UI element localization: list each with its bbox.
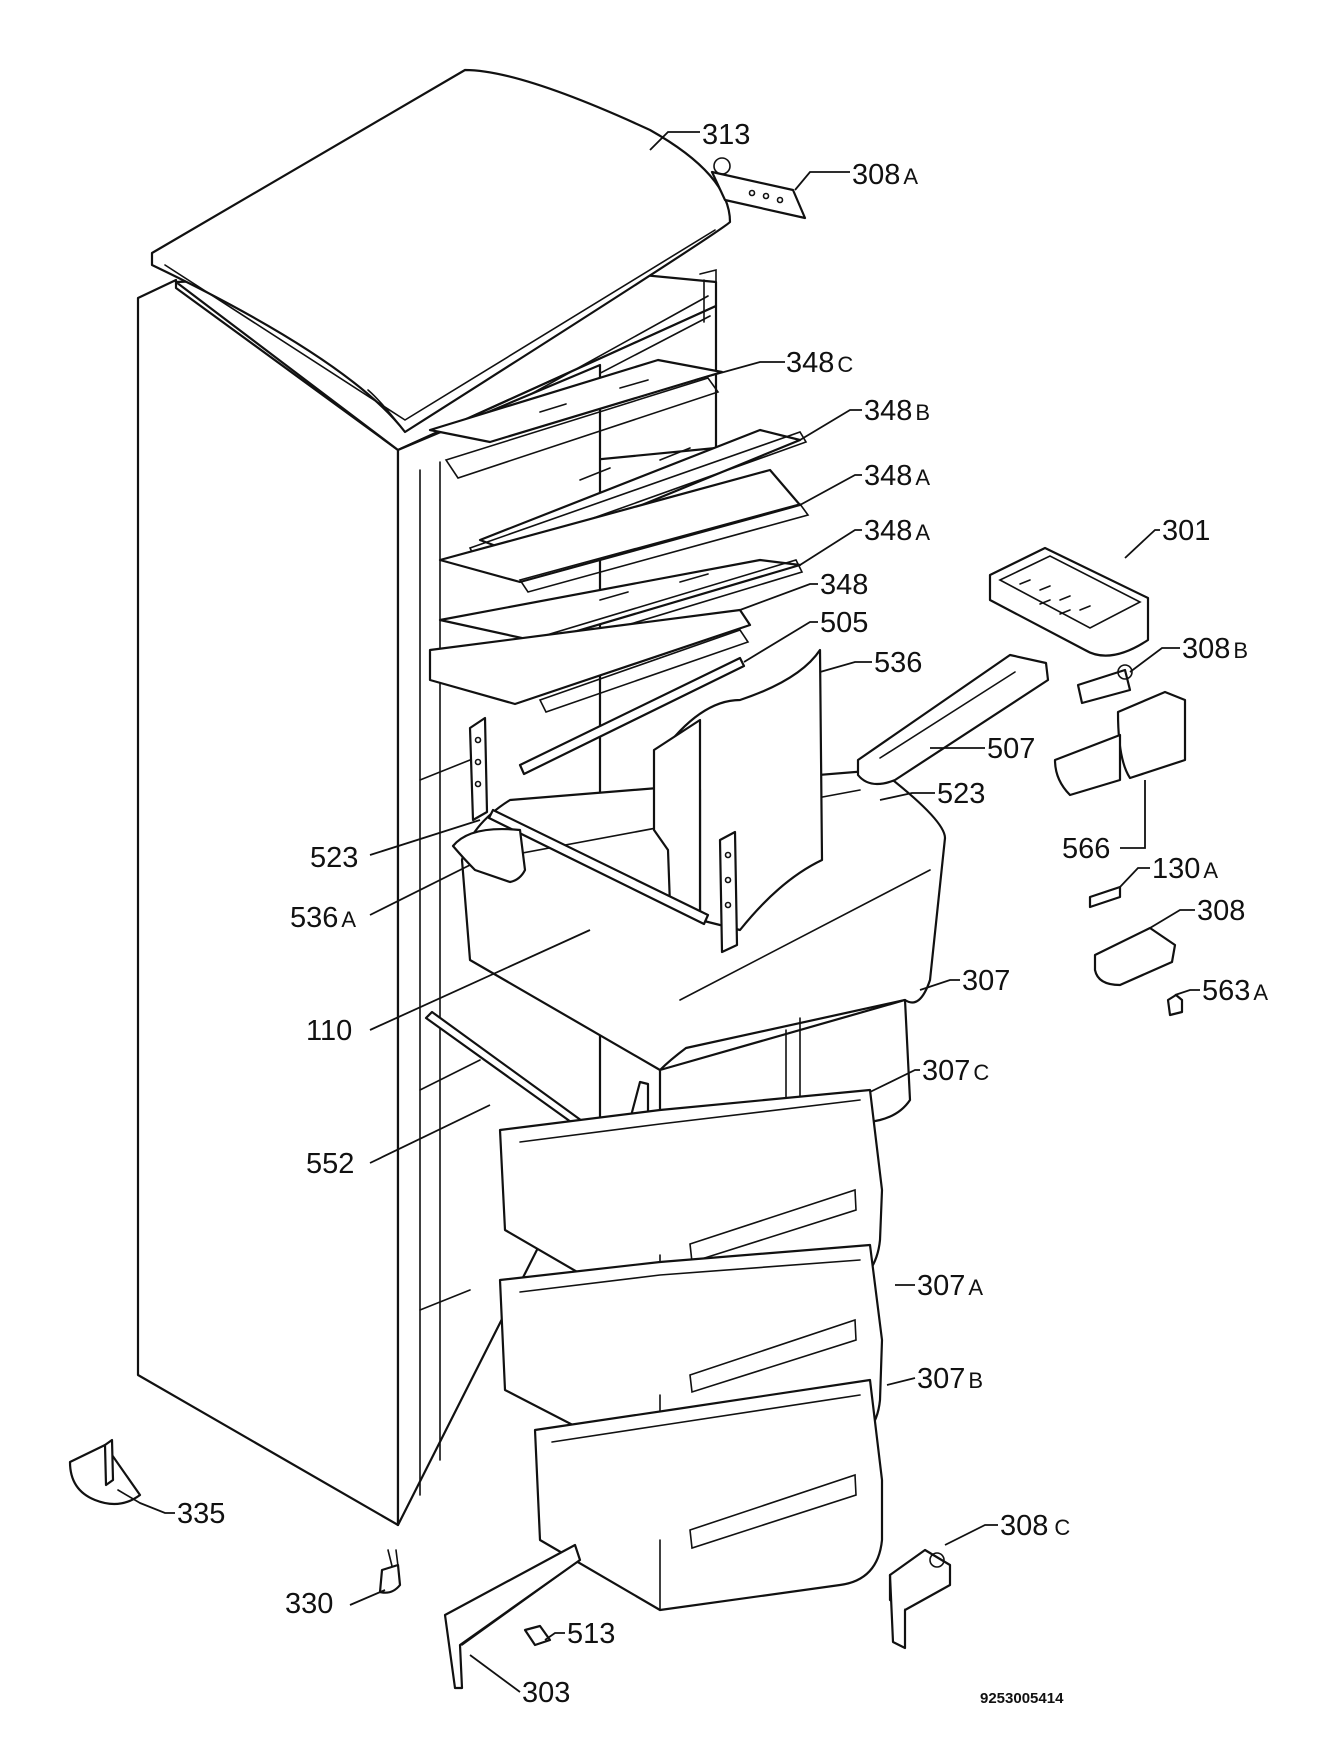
callout-566: 566 [1062,833,1110,865]
part-307B-drawer [533,1378,884,1612]
part-330-foot-screw [378,1549,402,1594]
callout-303: 303 [522,1677,570,1709]
part-308-hinge [1093,926,1177,987]
callout-301: 301 [1162,515,1210,547]
callout-335: 335 [177,1498,225,1530]
part-301-ice-cube-tray [988,546,1150,657]
drawing-code: 9253005414 [980,1690,1064,1707]
callout-523-right: 523 [937,778,985,810]
part-308B-hinge [1076,664,1133,705]
callout-552: 552 [306,1148,354,1180]
part-308C-bottom-hinge [888,1548,952,1650]
part-110-rod [487,808,710,926]
part-566-scraper [1053,690,1187,797]
part-130A-pin [1088,885,1122,909]
callout-505: 505 [820,607,868,639]
part-348-glass-shelf [428,608,752,713]
callout-507: 507 [987,733,1035,765]
callout-348: 348 [820,569,868,601]
part-523-left-rail [468,716,489,822]
part-303-plinth [443,1543,582,1690]
part-505-shelf-strip [518,656,746,776]
part-523-right-rail [718,830,739,954]
callout-536: 536 [874,647,922,679]
callout-513: 513 [567,1618,615,1650]
callout-110: 110 [306,1015,352,1047]
part-536A-clip [451,827,527,884]
part-513-clip [523,1624,552,1647]
part-507-bar [856,653,1050,786]
part-313-top-cover [150,68,732,434]
callout-313: 313 [702,119,750,151]
leader-lines [139,131,1200,1693]
callout-308: 308 [1197,895,1245,927]
callout-523-left: 523 [310,842,358,874]
callout-307: 307 [962,965,1010,997]
part-563A-screw [1166,993,1184,1017]
callout-330: 330 [285,1588,333,1620]
part-308A-top-hinge [710,157,807,220]
part-335-foot-hinge [68,1438,142,1506]
